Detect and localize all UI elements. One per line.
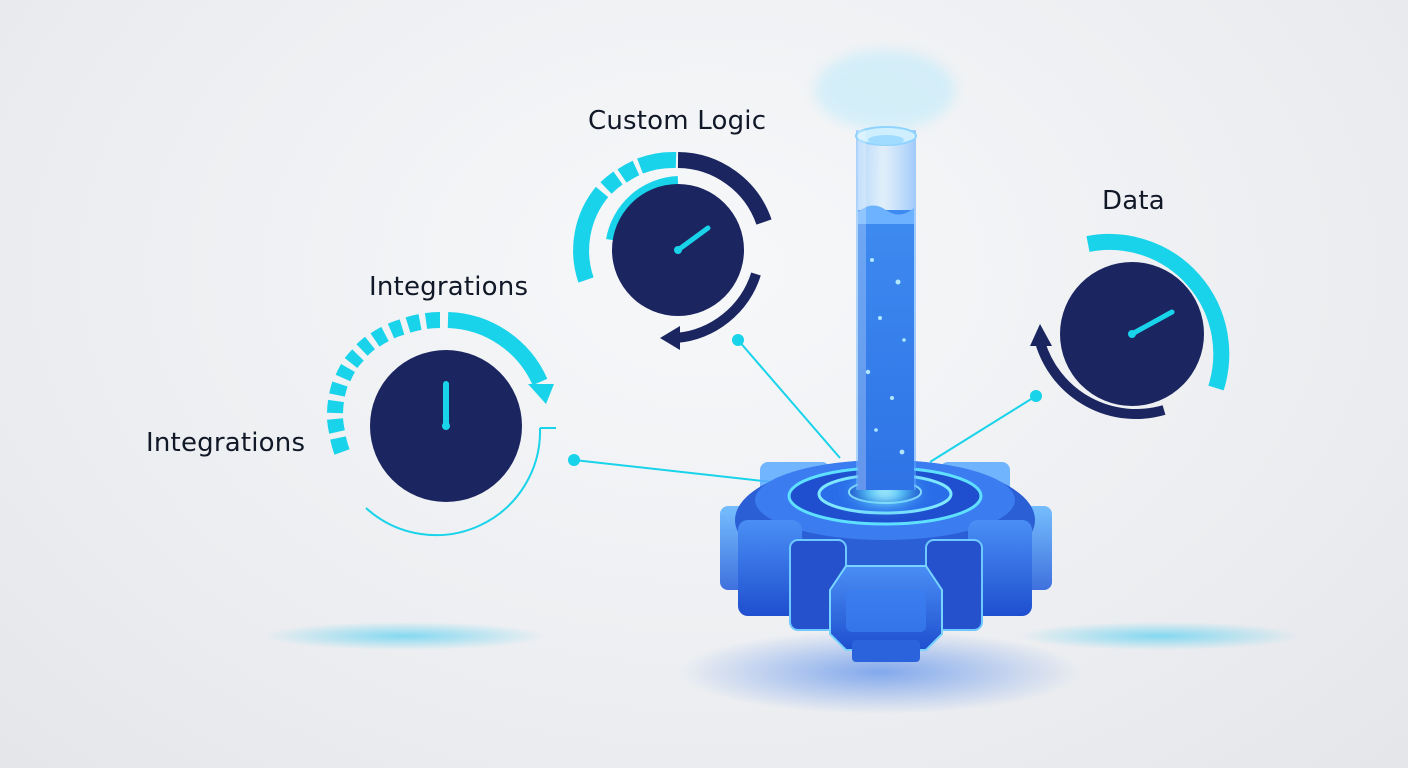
floor-glow-left xyxy=(265,622,545,650)
connector-dot-custom-logic xyxy=(732,334,744,346)
custom-logic-outer-arc xyxy=(677,152,772,225)
integrations-thin-arc xyxy=(365,427,542,537)
custom-logic-inner-arc xyxy=(606,176,679,242)
data-outer-arc xyxy=(1086,234,1230,391)
integrations-gauge xyxy=(327,312,556,537)
data-needle xyxy=(1129,309,1175,337)
integrations-arrow-icon xyxy=(528,384,554,404)
liquid-column-icon xyxy=(815,50,955,490)
custom-logic-return-arc xyxy=(675,272,761,343)
hub-shadow xyxy=(680,630,1080,714)
connector-custom-logic xyxy=(737,339,841,459)
custom-logic-needle xyxy=(675,225,711,253)
connector-dot-data xyxy=(1030,390,1042,402)
data-arrow-icon xyxy=(1030,324,1052,346)
custom-logic-gauge xyxy=(573,151,772,350)
data-return-arc xyxy=(1035,340,1166,419)
label-integrations-top: Integrations xyxy=(369,272,529,302)
custom-logic-arrow-icon xyxy=(660,326,680,350)
label-custom-logic: Custom Logic xyxy=(588,106,767,136)
connector-data xyxy=(929,395,1037,463)
data-gauge xyxy=(1030,234,1230,419)
connector-integrations xyxy=(573,459,791,485)
connector-lines xyxy=(573,339,1037,485)
integrations-progress-arc xyxy=(447,312,548,386)
floor-glow-right xyxy=(1020,622,1300,650)
connector-dot-integrations xyxy=(568,454,580,466)
gear-hub-icon xyxy=(720,460,1052,662)
integrations-segments xyxy=(327,312,441,455)
label-data: Data xyxy=(1102,186,1165,216)
label-integrations-left: Integrations xyxy=(146,428,306,458)
custom-logic-segments xyxy=(573,151,677,283)
